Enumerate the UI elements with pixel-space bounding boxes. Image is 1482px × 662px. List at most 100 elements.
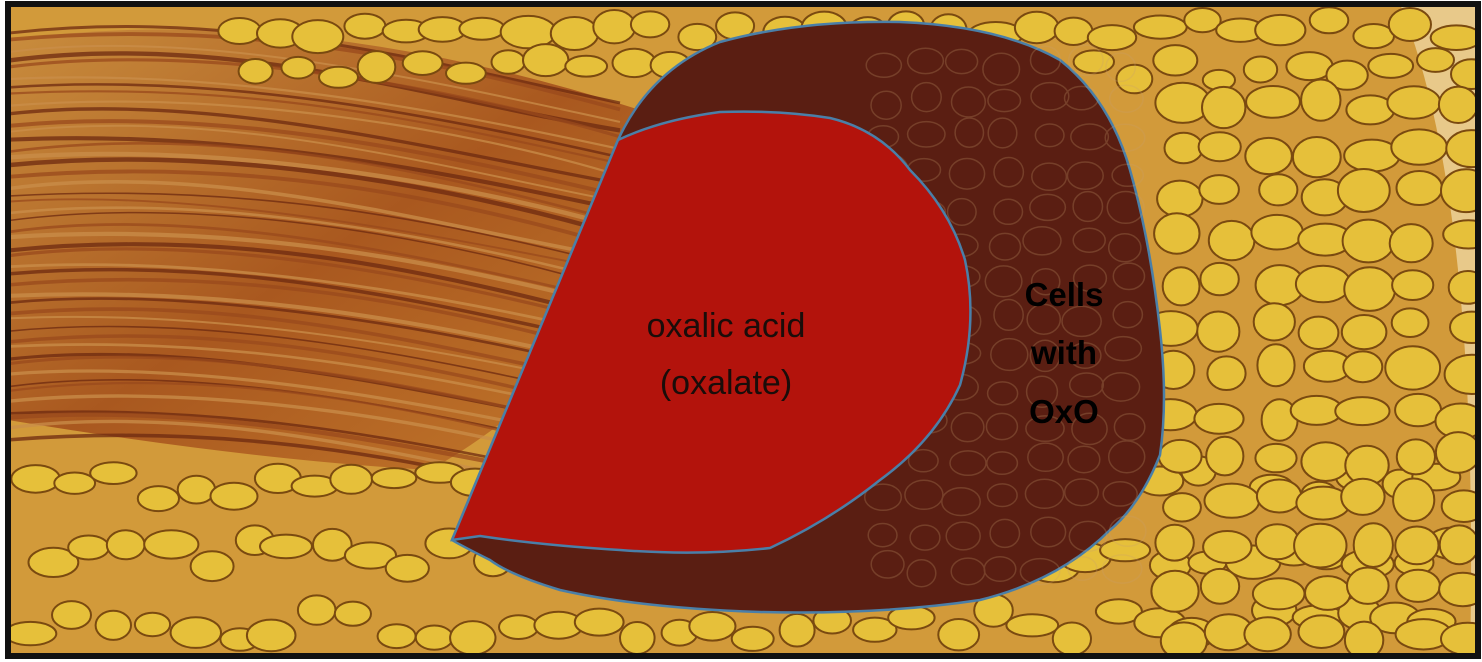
tissue-cell bbox=[780, 614, 815, 647]
tissue-cell bbox=[1299, 317, 1339, 349]
tissue-cell bbox=[613, 49, 656, 77]
tissue-cell bbox=[1245, 138, 1292, 174]
tissue-cell bbox=[1439, 87, 1478, 123]
tissue-cell bbox=[1194, 404, 1243, 434]
tissue-cell bbox=[1305, 576, 1350, 610]
tissue-cell bbox=[1396, 570, 1440, 602]
tissue-cell bbox=[135, 613, 170, 636]
tissue-cell bbox=[938, 619, 979, 650]
tissue-cell bbox=[1338, 169, 1390, 212]
tissue-cell bbox=[1395, 394, 1441, 426]
tissue-cell bbox=[565, 56, 607, 77]
tissue-cell bbox=[1206, 437, 1243, 476]
tissue-cell bbox=[96, 611, 131, 640]
tissue-cell bbox=[1354, 523, 1393, 567]
tissue-cell bbox=[1301, 80, 1340, 121]
tissue-cell bbox=[1299, 615, 1345, 648]
tissue-cell bbox=[1392, 270, 1433, 300]
tissue-cell bbox=[1387, 86, 1440, 118]
tissue-cell bbox=[1200, 263, 1238, 295]
tissue-cell bbox=[1207, 356, 1245, 390]
tissue-cell bbox=[260, 535, 312, 559]
tissue-cell bbox=[732, 627, 774, 651]
tissue-cell bbox=[1199, 175, 1239, 204]
tissue-cell bbox=[1436, 432, 1481, 473]
tissue-cell bbox=[593, 10, 635, 43]
tissue-cell bbox=[1153, 45, 1197, 75]
tissue-cell bbox=[1397, 171, 1443, 205]
tissue-cell bbox=[1159, 440, 1202, 473]
inner-label-line2: (oxalate) bbox=[660, 364, 792, 402]
tissue-cell bbox=[1155, 525, 1193, 561]
tissue-cell bbox=[1254, 303, 1295, 340]
tissue-cell bbox=[1244, 617, 1290, 651]
tissue-cell bbox=[1006, 614, 1058, 636]
tissue-cell bbox=[1154, 213, 1199, 253]
tissue-cell bbox=[1393, 479, 1434, 522]
tissue-cell bbox=[5, 622, 57, 645]
tissue-cell bbox=[1255, 444, 1296, 472]
tissue-cell bbox=[1088, 25, 1136, 50]
tissue-cell bbox=[138, 486, 179, 511]
tissue-cell bbox=[1199, 132, 1241, 161]
tissue-cell bbox=[330, 465, 372, 494]
tissue-cell bbox=[620, 622, 655, 654]
tissue-cell bbox=[1342, 315, 1387, 349]
tissue-cell bbox=[90, 462, 136, 484]
tissue-cell bbox=[1201, 569, 1239, 604]
tissue-cell bbox=[1343, 351, 1382, 382]
tissue-cell bbox=[689, 612, 735, 641]
tissue-cell bbox=[1015, 12, 1059, 43]
tissue-cell bbox=[1055, 18, 1093, 45]
tissue-cell bbox=[1389, 8, 1431, 41]
tissue-cell bbox=[1385, 346, 1440, 389]
tissue-cell bbox=[281, 57, 314, 79]
tissue-cell bbox=[247, 620, 296, 652]
tissue-cell bbox=[1347, 568, 1389, 604]
tissue-cell bbox=[386, 555, 429, 582]
tissue-cell bbox=[1205, 484, 1260, 518]
tissue-cell bbox=[1256, 524, 1299, 559]
tissue-cell bbox=[1246, 86, 1300, 118]
outer-label-line3: OxO bbox=[1029, 393, 1099, 430]
tissue-cell bbox=[1341, 479, 1384, 515]
tissue-cell bbox=[68, 536, 109, 560]
tissue-cell bbox=[171, 617, 221, 648]
tissue-cell bbox=[1163, 493, 1201, 521]
tissue-cell bbox=[1244, 57, 1277, 83]
tissue-cell bbox=[575, 609, 624, 636]
tissue-cell bbox=[319, 67, 358, 88]
tissue-cell bbox=[292, 20, 343, 53]
tissue-cell bbox=[298, 595, 336, 624]
tissue-cell bbox=[1197, 312, 1239, 352]
tissue-cell bbox=[1151, 571, 1198, 612]
tissue-cell bbox=[54, 473, 95, 494]
tissue-cell bbox=[1344, 267, 1395, 311]
tissue-cell bbox=[1296, 266, 1351, 303]
tissue-cell bbox=[1390, 224, 1433, 262]
tissue-cell bbox=[1163, 267, 1200, 305]
tissue-cell bbox=[239, 59, 273, 84]
tissue-cell bbox=[1074, 50, 1114, 73]
tissue-cell bbox=[403, 51, 443, 75]
tissue-cell bbox=[1134, 16, 1187, 39]
tissue-cell bbox=[191, 551, 234, 581]
tissue-cell bbox=[1202, 87, 1245, 128]
tissue-cell bbox=[523, 44, 568, 76]
tissue-cell bbox=[1209, 221, 1255, 260]
tissue-cell bbox=[631, 11, 669, 37]
tissue-cell bbox=[1257, 480, 1301, 513]
tissue-cell bbox=[1391, 129, 1447, 164]
tissue-cell bbox=[416, 626, 453, 650]
tissue-cell bbox=[1368, 54, 1413, 78]
tissue-cell bbox=[335, 602, 371, 626]
tissue-cell bbox=[178, 476, 215, 504]
tissue-cell bbox=[1157, 181, 1202, 217]
tissue-cell bbox=[1431, 25, 1482, 50]
tissue-cell bbox=[1053, 623, 1091, 656]
tissue-cell bbox=[1253, 578, 1305, 609]
inner-label-line1: oxalic acid bbox=[647, 307, 806, 345]
tissue-cell bbox=[11, 465, 60, 493]
